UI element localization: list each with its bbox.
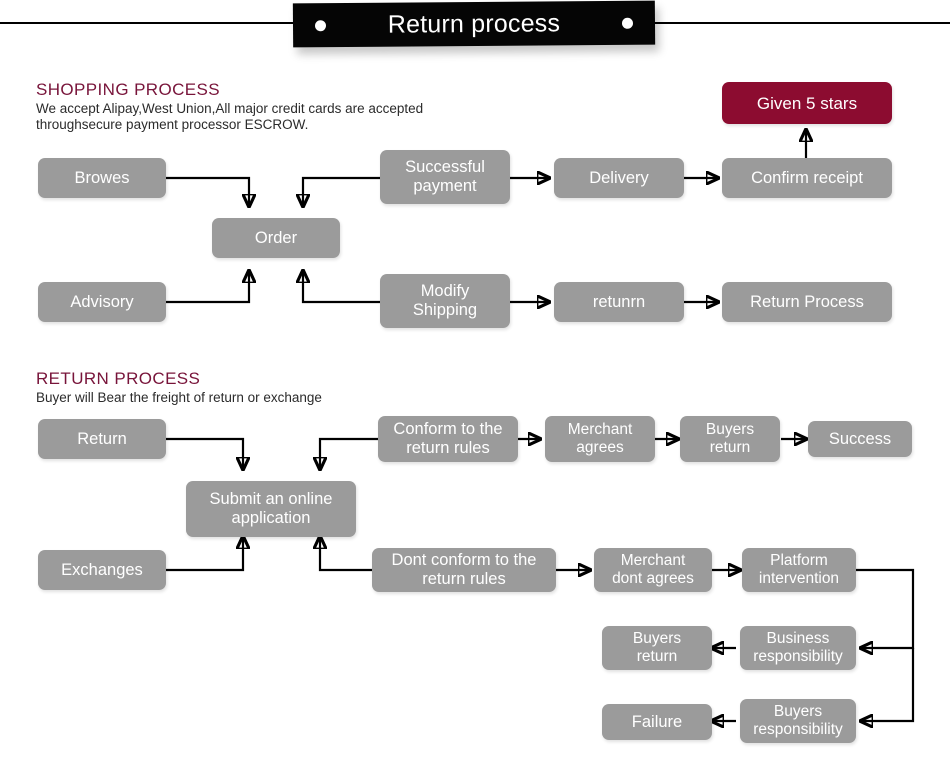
node-return-process[interactable]: Return Process (722, 282, 892, 322)
node-submit-application[interactable]: Submit an online application (186, 481, 356, 537)
node-browes[interactable]: Browes (38, 158, 166, 198)
node-delivery[interactable]: Delivery (554, 158, 684, 198)
node-buyers-return-top[interactable]: Buyers return (680, 416, 780, 462)
node-successful-payment[interactable]: Successful payment (380, 150, 510, 204)
node-failure[interactable]: Failure (602, 704, 712, 740)
node-confirm-receipt[interactable]: Confirm receipt (722, 158, 892, 198)
page-title: Return process (387, 8, 561, 39)
banner-rule-right (650, 22, 950, 24)
bullet-dot-icon (314, 20, 327, 32)
node-buyers-responsibility[interactable]: Buyers responsibility (740, 699, 856, 743)
node-buyers-return-mid[interactable]: Buyers return (602, 626, 712, 670)
node-conform-rules[interactable]: Conform to the return rules (378, 416, 518, 462)
node-order[interactable]: Order (212, 218, 340, 258)
node-exchanges[interactable]: Exchanges (38, 550, 166, 590)
node-retunrn[interactable]: retunrn (554, 282, 684, 322)
shopping-process-description: We accept Alipay,West Union,All major cr… (36, 101, 424, 132)
node-success[interactable]: Success (808, 421, 912, 457)
return-process-heading: RETURN PROCESS (36, 369, 201, 388)
shopping-process-heading: SHOPPING PROCESS (36, 80, 220, 99)
banner-rule-left (0, 22, 300, 24)
node-given-5-stars[interactable]: Given 5 stars (722, 82, 892, 124)
node-dont-conform-rules[interactable]: Dont conform to the return rules (372, 548, 556, 592)
node-advisory[interactable]: Advisory (38, 282, 166, 322)
node-merchant-dont-agrees[interactable]: Merchant dont agrees (594, 548, 712, 592)
node-business-responsibility[interactable]: Business responsibility (740, 626, 856, 670)
return-process-description: Buyer will Bear the freight of return or… (36, 390, 322, 405)
bullet-dot-icon (621, 17, 634, 29)
node-modify-shipping[interactable]: Modify Shipping (380, 274, 510, 328)
page-title-banner: Return process (292, 0, 656, 48)
node-platform-intervention[interactable]: Platform intervention (742, 548, 856, 592)
node-return[interactable]: Return (38, 419, 166, 459)
node-merchant-agrees[interactable]: Merchant agrees (545, 416, 655, 462)
